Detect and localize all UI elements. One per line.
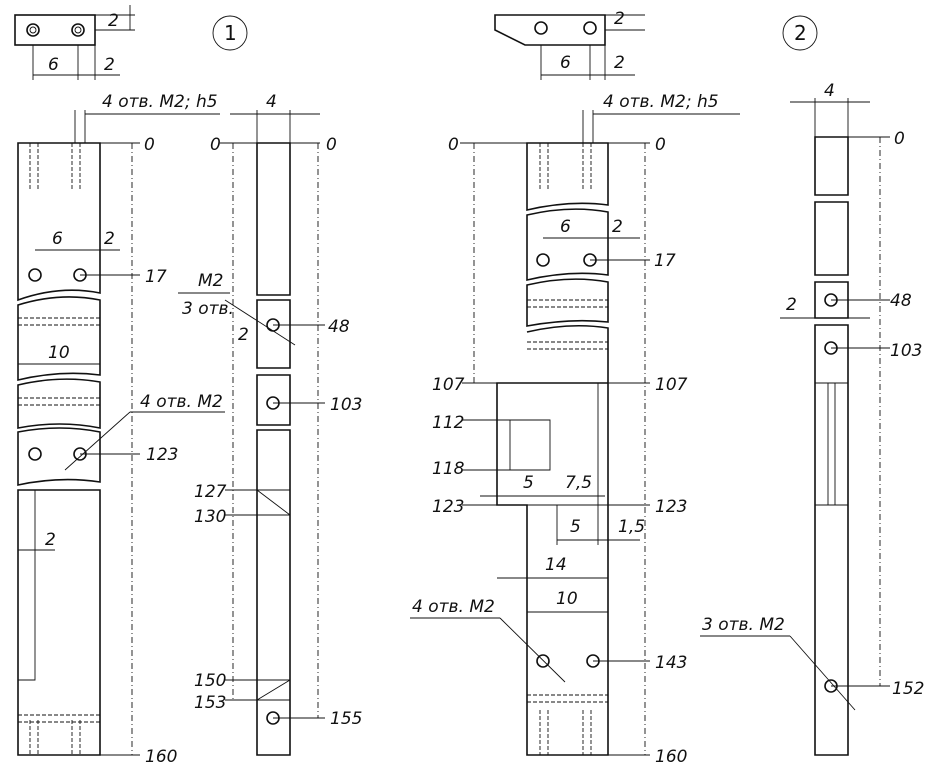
top-view: 2 6 2 (14, 5, 135, 80)
dimension-label: 118 (432, 459, 465, 479)
dimension-label: 2 (786, 295, 797, 315)
dimension-label: 2 (108, 11, 119, 31)
dimension-label: 17 (654, 251, 676, 271)
dimension-label: 4 отв. M2; h5 (603, 92, 719, 112)
dimension-label: 2 (45, 530, 56, 550)
dimension-label: 103 (330, 395, 362, 415)
dimension-label: 107 (432, 375, 465, 395)
dimension-label: 2 (238, 325, 249, 345)
dimension-label: 123 (146, 445, 178, 465)
dimension-label: 0 (894, 129, 905, 149)
dimension-label: 0 (210, 135, 221, 155)
dimension-label: 4 отв. M2; h5 (102, 92, 218, 112)
figure-2: 2 2 6 2 4 отв. M2; h5 (410, 9, 924, 767)
dimension-label: 4 (266, 92, 277, 112)
dimension-label: 0 (448, 135, 459, 155)
dimension-label: 2 (612, 217, 623, 237)
dimension-label: 103 (890, 341, 922, 361)
dimension-label: 127 (194, 482, 227, 502)
dimension-label: 10 (48, 343, 70, 363)
dimension-label: 48 (328, 317, 350, 337)
front-view: 4 отв. M2; h5 0 6 2 17 10 4 отв. M2 123 … (17, 92, 225, 767)
dimension-label: 5 (570, 517, 581, 537)
dimension-label: 6 (52, 229, 63, 249)
dimension-label: 123 (655, 497, 687, 517)
dimension-label: 2 (104, 229, 115, 249)
dimension-label: 112 (432, 413, 464, 433)
dimension-label: M2 (198, 271, 223, 291)
top-view: 2 6 2 (494, 9, 645, 80)
figure-1: 1 2 6 2 (14, 5, 362, 767)
dimension-label: 123 (432, 497, 464, 517)
dimension-label: 155 (330, 709, 362, 729)
figure-number: 2 (794, 21, 807, 45)
side-view: 4 0 0 M2 3 отв. 2 48 103 127 130 150 153… (178, 92, 362, 756)
dimension-label: 3 отв. M2 (702, 615, 785, 635)
dimension-label: 2 (614, 9, 625, 29)
dimension-label: 107 (655, 375, 688, 395)
dimension-label: 10 (556, 589, 578, 609)
dimension-label: 0 (144, 135, 155, 155)
dimension-label: 48 (890, 291, 912, 311)
dimension-label: 143 (655, 653, 687, 673)
dimension-label: 152 (892, 679, 924, 699)
figure-number-circle (782, 15, 818, 51)
dimension-label: 17 (145, 267, 167, 287)
dimension-label: 4 (824, 81, 835, 101)
dimension-label: 130 (194, 507, 226, 527)
dimension-label: 7,5 (565, 473, 592, 493)
side-view: 4 0 2 48 103 3 отв. M2 152 (700, 81, 924, 756)
figure-number: 1 (224, 21, 237, 45)
figure-number-circle (212, 15, 248, 51)
dimension-label: 150 (194, 671, 226, 691)
dimension-label: 4 отв. M2 (412, 597, 495, 617)
dimension-label: 2 (104, 55, 115, 75)
dimension-label: 160 (655, 747, 687, 767)
dimension-label: 0 (655, 135, 666, 155)
dimension-label: 0 (326, 135, 337, 155)
dimension-label: 4 отв. M2 (140, 392, 223, 412)
dimension-label: 1,5 (618, 517, 645, 537)
dimension-label: 6 (48, 55, 59, 75)
dimension-label: 5 (523, 473, 534, 493)
dimension-label: 3 отв. (182, 299, 234, 319)
front-view: 4 отв. M2; h5 0 0 6 2 17 107 107 112 118… (410, 92, 740, 767)
dimension-label: 2 (614, 53, 625, 73)
dimension-label: 6 (560, 217, 571, 237)
dimension-label: 160 (145, 747, 177, 767)
dimension-label: 153 (194, 693, 226, 713)
dimension-label: 14 (545, 555, 567, 575)
dimension-label: 6 (560, 53, 571, 73)
